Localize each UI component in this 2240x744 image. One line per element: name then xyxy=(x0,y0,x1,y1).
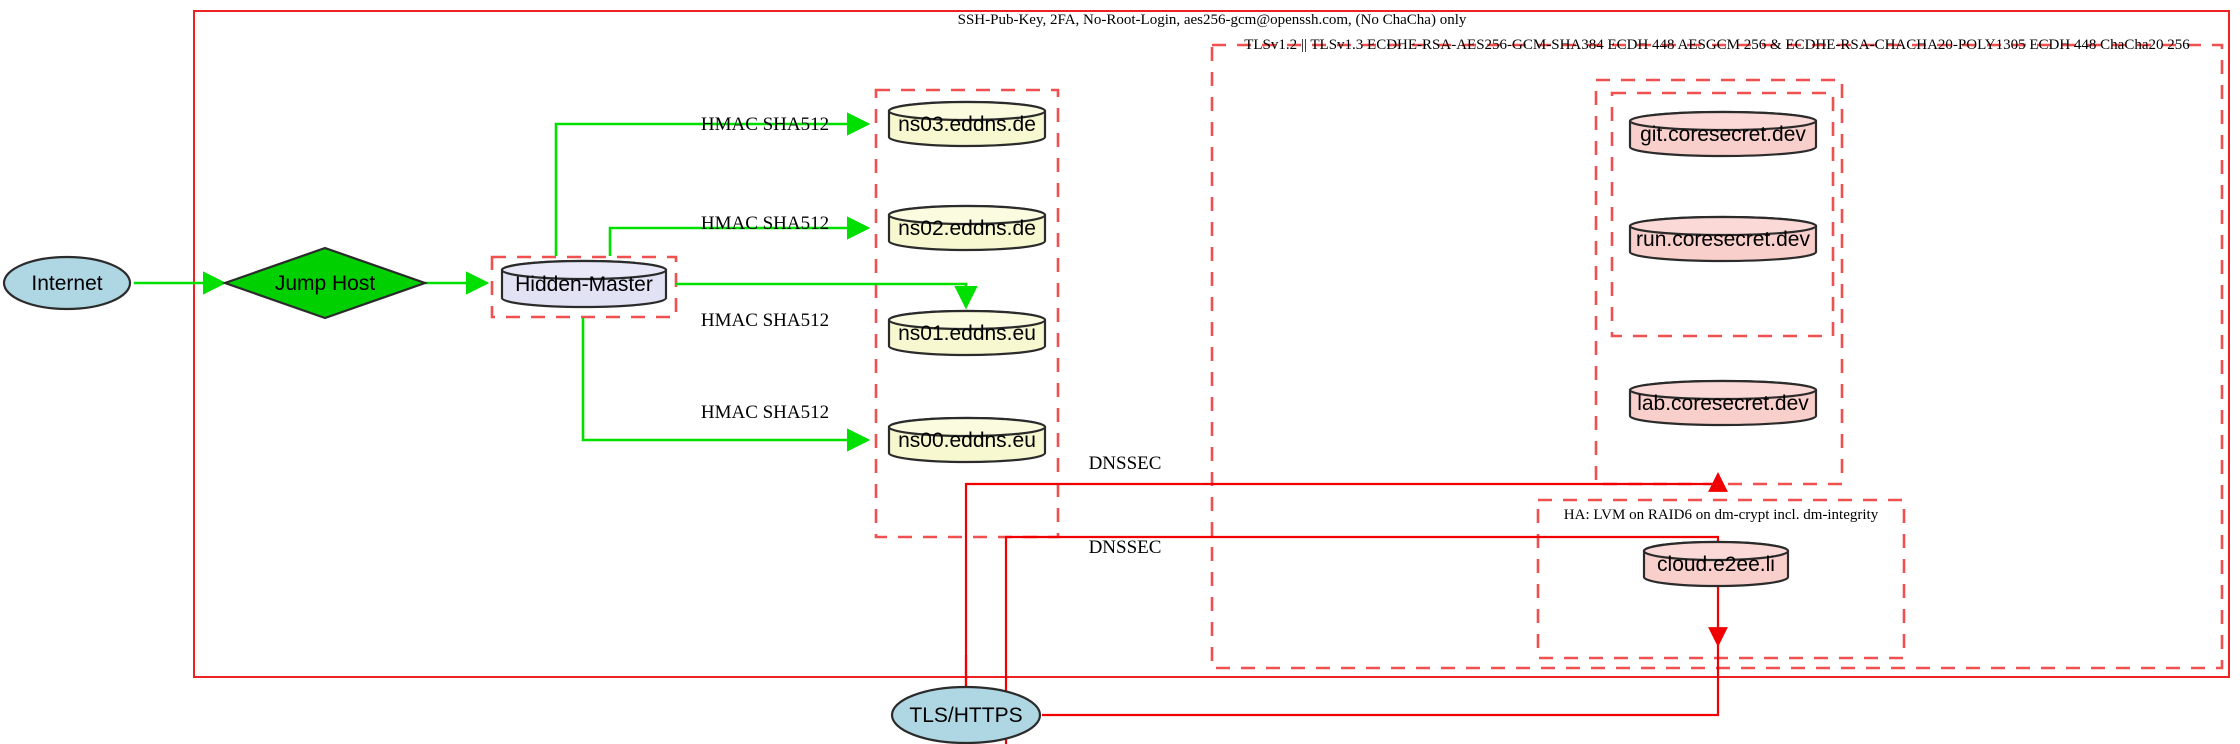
hidden-master-frame xyxy=(490,255,678,319)
edge-label-dnssec-upper: DNSSEC xyxy=(1089,453,1162,474)
node-ns02[interactable]: ns02.eddns.de xyxy=(887,204,1047,252)
edge-label-hmac-ns00: HMAC SHA512 xyxy=(701,402,829,423)
node-ns00[interactable]: ns00.eddns.eu xyxy=(887,416,1047,464)
edge-label-dnssec-lower: DNSSEC xyxy=(1089,537,1162,558)
edge-dnssec-upper xyxy=(964,472,1728,744)
edge-master-to-ns02 xyxy=(608,216,871,256)
edge-master-to-ns01 xyxy=(676,282,978,310)
edge-master-to-ns00 xyxy=(581,318,871,452)
node-run-label: run.coresecret.dev xyxy=(1636,228,1810,251)
node-tls-https[interactable]: TLS/HTTPS xyxy=(890,685,1042,744)
node-ns00-label: ns00.eddns.eu xyxy=(898,429,1036,452)
node-cloud-e2ee[interactable]: cloud.e2ee.li xyxy=(1642,540,1790,588)
edge-tlshttps-to-services xyxy=(1042,645,1720,717)
edge-label-hmac-ns01: HMAC SHA512 xyxy=(701,310,829,331)
node-git-coresecret[interactable]: git.coresecret.dev xyxy=(1628,110,1818,158)
node-ns03-label: ns03.eddns.de xyxy=(898,113,1036,136)
node-internet-label: Internet xyxy=(31,272,102,295)
node-run-coresecret[interactable]: run.coresecret.dev xyxy=(1628,215,1818,263)
node-ns01-label: ns01.eddns.eu xyxy=(898,322,1036,345)
node-jump-host-label: Jump Host xyxy=(275,272,376,295)
node-lab-coresecret[interactable]: lab.coresecret.dev xyxy=(1628,379,1818,427)
dns-cluster-frame xyxy=(874,88,1060,539)
node-hidden-master[interactable]: Hidden-Master xyxy=(500,259,668,309)
edge-label-hmac-ns03: HMAC SHA512 xyxy=(701,114,829,135)
node-git-label: git.coresecret.dev xyxy=(1640,123,1806,146)
ha-boundary-frame xyxy=(1536,498,1906,660)
node-ns01[interactable]: ns01.eddns.eu xyxy=(887,309,1047,357)
node-jump-host[interactable]: Jump Host xyxy=(221,246,429,320)
ha-boundary-label: HA: LVM on RAID6 on dm-crypt incl. dm-in… xyxy=(1564,507,1879,523)
node-ns03[interactable]: ns03.eddns.de xyxy=(887,100,1047,148)
node-tls-https-label: TLS/HTTPS xyxy=(909,704,1022,727)
node-hidden-master-label: Hidden-Master xyxy=(515,273,653,296)
tls-boundary-label: TLSv1.2 || TLSv1.3 ECDHE-RSA-AES256-GCM-… xyxy=(1244,37,2190,53)
edge-label-hmac-ns02: HMAC SHA512 xyxy=(701,213,829,234)
node-cloud-label: cloud.e2ee.li xyxy=(1657,553,1775,576)
edge-dnssec-lower xyxy=(1004,535,1728,744)
ssh-boundary-frame xyxy=(193,10,2230,678)
node-ns02-label: ns02.eddns.de xyxy=(898,217,1036,240)
node-internet[interactable]: Internet xyxy=(2,255,132,311)
node-lab-label: lab.coresecret.dev xyxy=(1637,392,1809,415)
edge-master-to-ns03 xyxy=(554,112,871,256)
ssh-boundary-label: SSH-Pub-Key, 2FA, No-Root-Login, aes256-… xyxy=(958,12,1467,28)
coresecret-inner-frame xyxy=(1610,91,1835,338)
